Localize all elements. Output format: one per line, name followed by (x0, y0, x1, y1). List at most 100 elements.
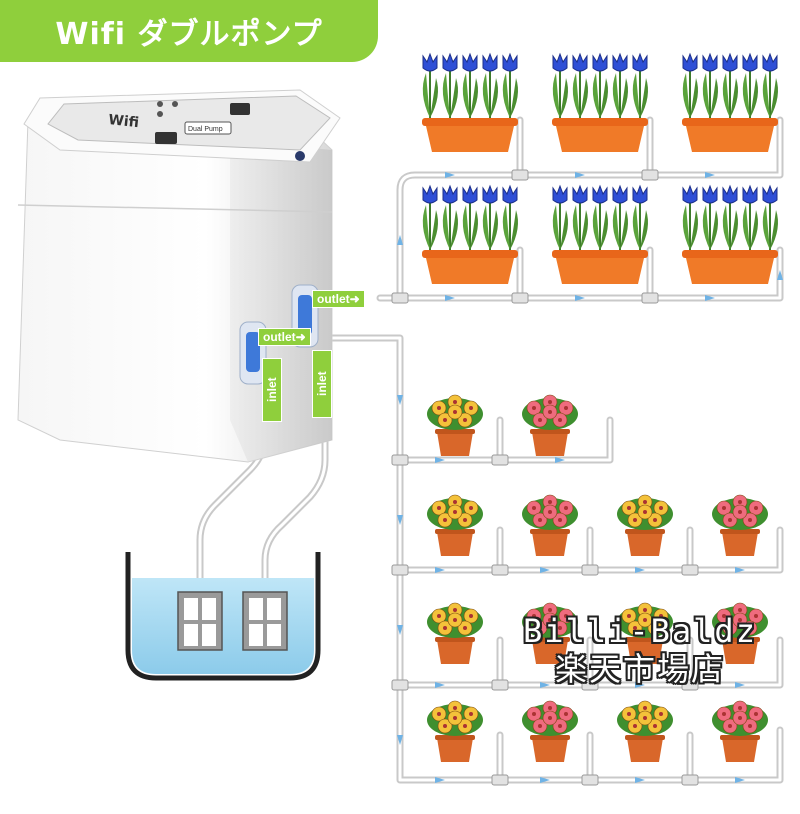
tulip-flower (462, 52, 478, 72)
flower-center (643, 510, 647, 514)
outlet-label-top-text: outlet (317, 292, 350, 306)
flower-center (469, 614, 473, 618)
pot-rim (530, 637, 570, 642)
flower-center (453, 608, 457, 612)
pot-rim (625, 637, 665, 642)
tulip-pot (552, 52, 648, 152)
tulip-leaf (572, 73, 580, 118)
flower-pot (427, 700, 483, 762)
pot-body (722, 738, 758, 762)
flower-center (548, 410, 552, 414)
flower-center (469, 712, 473, 716)
tulip-leaf (592, 73, 600, 118)
pot-body (426, 258, 514, 284)
flower-center (463, 724, 467, 728)
tulip-leaf (632, 73, 640, 118)
tulip-leaf (762, 73, 770, 118)
flow-arrow (397, 515, 403, 525)
flower-center (627, 712, 631, 716)
tulip-leaf (640, 210, 648, 250)
pot-body (437, 640, 473, 664)
tube-connector (391, 454, 409, 466)
tulip-leaf (442, 205, 450, 250)
tulip-flower (612, 184, 628, 204)
tulip-leaf (612, 205, 620, 250)
tulip-leaf (600, 78, 608, 118)
flower-center (633, 724, 637, 728)
tube-segment-highlight (398, 118, 782, 300)
flow-arrow (540, 682, 550, 688)
tulip-leaf (742, 73, 750, 118)
flow-arrow (435, 777, 445, 783)
arrow-right-icon: ➜ (349, 292, 360, 306)
tulip-leaf (702, 205, 710, 250)
flower-center (558, 626, 562, 630)
flow-arrow (735, 567, 745, 573)
flower-center (538, 418, 542, 422)
inlet-label-left: inlet (262, 358, 282, 422)
tube-segment (396, 416, 614, 464)
tulip-flower (502, 184, 518, 204)
tulip-leaf (422, 205, 430, 250)
tulip-flower (592, 52, 608, 72)
flower-center (463, 626, 467, 630)
tulip-leaf (620, 210, 628, 250)
pot-body (532, 640, 568, 664)
flower-pot (712, 602, 768, 664)
flower-center (443, 518, 447, 522)
tulip-leaf (722, 205, 730, 250)
pot-body (627, 532, 663, 556)
control-panel: Wifi Dual Pump (108, 101, 250, 144)
flower-center (627, 614, 631, 618)
pot-body (426, 126, 514, 152)
tulip-leaf (552, 73, 560, 118)
flower-center (643, 706, 647, 710)
flower-pot (427, 602, 483, 664)
flower-center (754, 506, 758, 510)
flow-arrow (635, 682, 645, 688)
flower-center (532, 712, 536, 716)
tulip-pot (682, 52, 778, 152)
tube-segment-highlight (398, 418, 612, 462)
pot-body (532, 432, 568, 456)
flower-center (469, 506, 473, 510)
tulip-flower (722, 184, 738, 204)
flower-center (564, 614, 568, 618)
pot-rim (720, 529, 760, 534)
tulip-flower (552, 52, 568, 72)
inlet-label-right: inlet (312, 350, 332, 418)
pot-rim (720, 637, 760, 642)
tulip-flower (632, 184, 648, 204)
flower-center (548, 618, 552, 622)
pot-rim (530, 735, 570, 740)
flower-center (633, 518, 637, 522)
pot-body (437, 532, 473, 556)
flow-arrow (705, 295, 715, 301)
flower-center (564, 406, 568, 410)
title-banner: Wifi ダブルポンプ (0, 0, 378, 62)
tulip-flower (742, 184, 758, 204)
tulip-flower (482, 52, 498, 72)
flower-center (754, 712, 758, 716)
tulip-flower (722, 52, 738, 72)
flower-center (728, 626, 732, 630)
flower-center (659, 506, 663, 510)
flower-center (564, 506, 568, 510)
tube-segment-highlight (398, 638, 782, 687)
pot-rim (422, 118, 518, 126)
pot-rim (682, 118, 778, 126)
pot-rim (530, 429, 570, 434)
tulip-flower (682, 52, 698, 72)
pot-body (686, 126, 774, 152)
flow-arrow (635, 777, 645, 783)
flow-arrow (435, 457, 445, 463)
watermark-line-2: 楽天市場店 (554, 650, 725, 688)
flower-center (548, 500, 552, 504)
flow-arrow (435, 682, 445, 688)
tulip-leaf (560, 210, 568, 250)
tulip-leaf (750, 78, 758, 118)
flower-center (538, 518, 542, 522)
tulip-flower (762, 52, 778, 72)
tube-connector (391, 564, 409, 576)
